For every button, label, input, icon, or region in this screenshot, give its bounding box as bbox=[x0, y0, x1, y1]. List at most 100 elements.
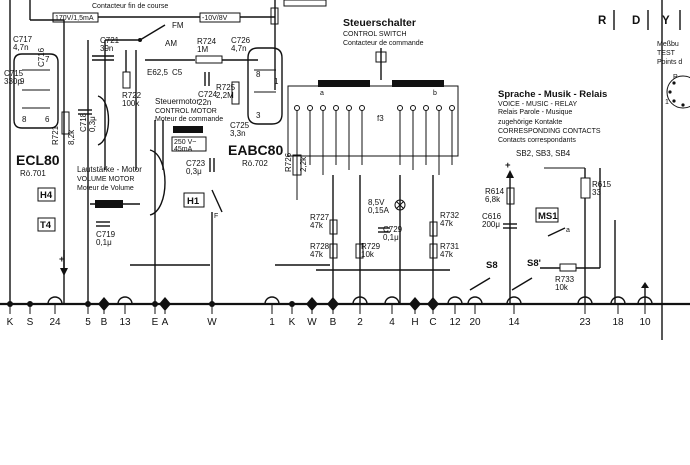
coil-rating-v: 250 V~ bbox=[174, 139, 196, 146]
terminal-label: A bbox=[162, 317, 169, 328]
switch-bar-left bbox=[318, 80, 370, 87]
relay-contacts-fr: Contacts correspondants bbox=[498, 137, 576, 144]
control-motor-body bbox=[173, 126, 203, 133]
tube-ecl80-ref: Rö.701 bbox=[20, 169, 46, 178]
e625-label: E62,5 bbox=[147, 68, 168, 77]
terminal-label: 13 bbox=[119, 317, 131, 328]
c715-value: 330p bbox=[4, 77, 22, 86]
relay-contact-a: a bbox=[566, 227, 570, 234]
eabc80-pin-8: 8 bbox=[256, 70, 261, 79]
c715-name: C715 bbox=[4, 69, 24, 78]
r731-value: 47k bbox=[440, 250, 454, 259]
relay-contacts-en: CORRESPONDING CONTACTS bbox=[498, 128, 601, 135]
top-letter-r: R bbox=[598, 15, 607, 27]
tube-eabc80-label: EABC80 bbox=[228, 142, 283, 158]
transformer-winding bbox=[97, 95, 110, 146]
r733-name: R733 bbox=[555, 275, 575, 284]
test-points-line3: Points d bbox=[657, 59, 682, 66]
motor-winding bbox=[149, 149, 166, 216]
c721-name: C721 bbox=[100, 36, 120, 45]
r724-name: R724 bbox=[197, 37, 217, 46]
c719-value: 0,1μ bbox=[96, 238, 112, 247]
socket-pin bbox=[681, 103, 685, 107]
rating-10v: -10V/8V bbox=[202, 15, 228, 22]
resistor-r725 bbox=[231, 81, 240, 105]
volume-motor-en: VOLUME MOTOR bbox=[77, 176, 134, 183]
c729-name: C729 bbox=[383, 225, 403, 234]
terminal-socket bbox=[447, 296, 463, 305]
socket-pin-letter: P bbox=[673, 74, 678, 81]
c719-name: C719 bbox=[96, 230, 116, 239]
socket-pin-number: 1 bbox=[665, 99, 669, 106]
r725-name: R725 bbox=[216, 83, 236, 92]
switch-arrow-b: b bbox=[433, 90, 437, 97]
tube-ecl80-envelope bbox=[13, 53, 59, 129]
switch-blade bbox=[547, 227, 566, 237]
terminal-label: 2 bbox=[357, 317, 363, 328]
coil-rating-box bbox=[171, 136, 207, 152]
box-ms1 bbox=[535, 207, 559, 223]
c718-name: C718 bbox=[79, 112, 88, 132]
test-points-line1: Meßbu bbox=[657, 41, 679, 48]
terminal-label: 23 bbox=[579, 317, 591, 328]
rating-box bbox=[283, 0, 327, 7]
ecl80-pin-9: 9 bbox=[20, 77, 25, 86]
switch-knob bbox=[375, 51, 387, 63]
relay-plus: + bbox=[505, 160, 511, 171]
switch-blade bbox=[211, 189, 223, 213]
relay-contacts-de: zugehörige Kontakte bbox=[498, 119, 562, 126]
r728-value: 47k bbox=[310, 250, 324, 259]
terminal-socket bbox=[117, 296, 133, 305]
terminal-label: 4 bbox=[389, 317, 395, 328]
plus-sign: + bbox=[59, 254, 65, 265]
c724-name: C724 bbox=[198, 90, 218, 99]
r727-name: R727 bbox=[310, 213, 330, 222]
r721-name: R721 bbox=[51, 125, 60, 145]
box-h1 bbox=[183, 192, 205, 208]
control-motor-en: CONTROL MOTOR bbox=[155, 108, 217, 115]
control-motor-de: Steuermotor bbox=[155, 97, 199, 106]
c717-name: C717 bbox=[13, 35, 33, 44]
terminal-label: S bbox=[27, 317, 34, 328]
r729-name: R729 bbox=[361, 242, 381, 251]
terminal-socket bbox=[467, 296, 483, 305]
resistor-r721 bbox=[61, 111, 70, 135]
terminal-label: H bbox=[411, 317, 418, 328]
terminal-socket bbox=[506, 296, 522, 305]
label-t4: T4 bbox=[40, 220, 52, 231]
terminal-label: 1 bbox=[269, 317, 275, 328]
r722-name: R722 bbox=[122, 91, 142, 100]
terminal-socket bbox=[577, 296, 593, 305]
r725-value: 2,2M bbox=[216, 91, 234, 100]
label-h1: H1 bbox=[187, 196, 200, 207]
label-s8p: S8' bbox=[527, 258, 541, 269]
resistor-r722 bbox=[122, 71, 131, 89]
r727-value: 47k bbox=[310, 221, 324, 230]
control-switch-en: CONTROL SWITCH bbox=[343, 31, 407, 38]
box-t4 bbox=[37, 217, 56, 232]
resistor-r726 bbox=[292, 154, 302, 176]
c721-value: 39n bbox=[100, 44, 113, 53]
socket-pin bbox=[672, 81, 676, 85]
top-letter-y: Y bbox=[662, 15, 670, 27]
terminal-label: K bbox=[289, 317, 296, 328]
r721-value: 8,2k bbox=[67, 129, 76, 145]
terminal-socket bbox=[610, 296, 626, 305]
box-h4 bbox=[37, 187, 56, 202]
terminal-label: 10 bbox=[639, 317, 651, 328]
terminal-label: W bbox=[307, 317, 317, 328]
ground-arrow bbox=[641, 282, 649, 288]
terminal-socket bbox=[264, 296, 280, 305]
r726-name: R726 bbox=[284, 152, 293, 172]
control-switch-de: Steuerschalter bbox=[343, 17, 416, 29]
tube-eabc80-ref: Rö.702 bbox=[242, 159, 268, 168]
c725-name: C725 bbox=[230, 121, 250, 130]
r615-value: 33 bbox=[592, 188, 601, 197]
switch-bar-right bbox=[392, 80, 444, 87]
r733-value: 10k bbox=[555, 283, 569, 292]
ecl80-pin-6: 6 bbox=[45, 115, 50, 124]
top-letter-d: D bbox=[632, 15, 640, 27]
switch-blade bbox=[469, 277, 491, 291]
r731-name: R731 bbox=[440, 242, 460, 251]
